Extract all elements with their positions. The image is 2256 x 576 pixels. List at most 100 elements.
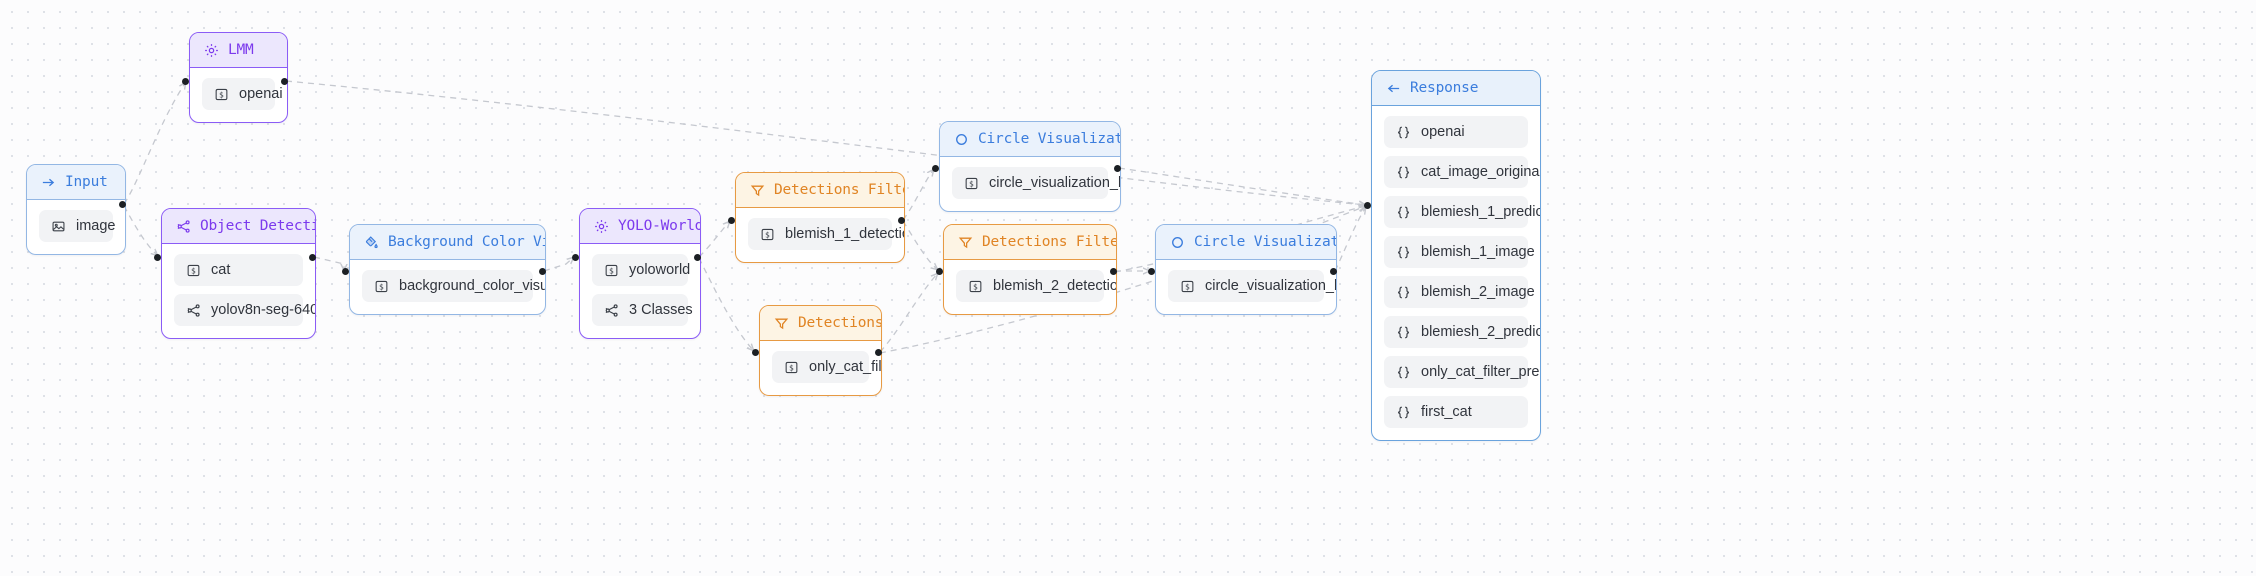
port-bcv-out[interactable] <box>538 267 546 275</box>
port-df2-out[interactable] <box>1109 267 1117 275</box>
node-field-row[interactable]: $ circle_visualization_blemish_2 <box>1168 270 1336 302</box>
string-icon: $ <box>784 360 799 375</box>
node-field-row[interactable]: $circle_visualization_blemish_1 <box>952 167 1120 199</box>
edge-odm-to-bcv <box>313 256 344 271</box>
port-odm-in[interactable] <box>153 253 161 261</box>
node-field-row[interactable]: cat_image_original <box>1384 156 1540 188</box>
node-header-circle-visualization-blemish-2[interactable]: Circle Visualization <box>1156 225 1336 260</box>
svg-text:$: $ <box>969 179 974 188</box>
node-body-detections-filter-blemish-2: $blemish_2_detections_filter <box>944 260 1116 314</box>
node-input[interactable]: Input image <box>26 164 126 255</box>
edge-df1-to-cv1 <box>902 169 934 221</box>
node-field-row[interactable]: first_cat <box>1384 396 1528 428</box>
svg-text:$: $ <box>609 266 614 275</box>
object-icon <box>1396 325 1411 340</box>
port-cv2-out[interactable] <box>1329 267 1337 275</box>
node-field-row[interactable]: openai <box>1384 116 1528 148</box>
port-df1-out[interactable] <box>897 216 905 224</box>
port-bcv-in[interactable] <box>341 267 349 275</box>
node-field-row[interactable]: only_cat_filter_predictions <box>1384 356 1540 388</box>
node-field-label: blemish_1_detections_filter <box>785 226 904 242</box>
node-field-row[interactable]: $only_cat_filter <box>772 351 881 383</box>
node-field-row[interactable]: $background_color_visualization <box>362 270 545 302</box>
node-yolo-world-model[interactable]: YOLO-World Model $yoloworld 3 Classes <box>579 208 701 339</box>
object-icon <box>1396 165 1411 180</box>
node-field-row[interactable]: $yoloworld <box>592 254 690 286</box>
port-cv2-in[interactable] <box>1147 267 1155 275</box>
node-field-row[interactable]: blemiesh_1_predictions <box>1384 196 1540 228</box>
port-df2-in[interactable] <box>935 267 943 275</box>
svg-text:$: $ <box>191 266 196 275</box>
port-dfcat-in[interactable] <box>751 348 759 356</box>
node-field-row[interactable]: 3 Classes <box>592 294 693 326</box>
node-header-response[interactable]: Response <box>1372 71 1540 106</box>
node-title: Detections Filter <box>774 182 905 198</box>
node-lmm[interactable]: LMM $ openai <box>189 32 288 123</box>
node-header-input[interactable]: Input <box>27 165 125 200</box>
string-icon: $ <box>1180 279 1195 294</box>
node-field-row[interactable]: $ openai <box>202 78 283 110</box>
port-input-out[interactable] <box>118 200 126 208</box>
gear-icon <box>594 219 609 234</box>
node-field-row[interactable]: $blemish_2_detections_filter <box>956 270 1116 302</box>
node-object-detection-model[interactable]: Object Detection Model $cat yolov8n-seg-64… <box>161 208 316 339</box>
node-detections-filter-blemish-2[interactable]: Detections Filter $blemish_2_detections_f… <box>943 224 1117 315</box>
svg-text:$: $ <box>1185 282 1190 291</box>
port-df1-in[interactable] <box>727 216 735 224</box>
port-dfcat-out[interactable] <box>874 348 882 356</box>
circle-icon <box>1170 235 1185 250</box>
node-response[interactable]: Response openai cat_image_original blemiesh… <box>1371 70 1541 441</box>
node-header-circle-visualization-blemish-1[interactable]: Circle Visualization <box>940 122 1120 157</box>
node-header-detections-filter-only-cat[interactable]: Detections Filter <box>760 306 881 341</box>
node-body-response: openai cat_image_original blemiesh_1_predi… <box>1372 106 1540 440</box>
network-icon <box>176 219 191 234</box>
node-detections-filter-blemish-1[interactable]: Detections Filter $ blemish_1_detections_f… <box>735 172 905 263</box>
node-field-row[interactable]: blemish_2_image <box>1384 276 1535 308</box>
node-title: Object Detection Model <box>200 218 315 234</box>
node-header-background-color-visualization[interactable]: Background Color Visualization <box>350 225 545 260</box>
node-header-yolo-world-model[interactable]: YOLO-World Model <box>580 209 700 244</box>
node-body-yolo-world-model: $yoloworld 3 Classes <box>580 244 700 338</box>
port-cv1-in[interactable] <box>931 164 939 172</box>
svg-text:$: $ <box>789 363 794 372</box>
edge-cv2-to-response <box>1334 207 1366 272</box>
node-field-row[interactable]: blemiesh_2_predictions <box>1384 316 1540 348</box>
node-field-label: circle_visualization_blemish_2 <box>1205 278 1336 294</box>
port-odm-out[interactable] <box>308 253 316 261</box>
node-body-detections-filter-only-cat: $only_cat_filter <box>760 341 881 395</box>
node-field-row[interactable]: image <box>39 210 116 242</box>
object-icon <box>1396 125 1411 140</box>
port-yolo-in[interactable] <box>571 253 579 261</box>
network-icon <box>604 303 619 318</box>
filter-icon <box>750 183 765 198</box>
circle-icon <box>954 132 969 147</box>
string-icon: $ <box>760 227 775 242</box>
port-response-in[interactable] <box>1363 201 1371 209</box>
arrow-left-icon <box>1386 81 1401 96</box>
node-field-label: openai <box>239 86 283 102</box>
node-detections-filter-only-cat[interactable]: Detections Filter $only_cat_filter <box>759 305 882 396</box>
node-header-detections-filter-blemish-2[interactable]: Detections Filter <box>944 225 1116 260</box>
node-field-label: blemiesh_2_predictions <box>1421 324 1540 340</box>
svg-text:$: $ <box>765 230 770 239</box>
node-background-color-visualization[interactable]: Background Color Visualization $backgroun… <box>349 224 546 315</box>
port-yolo-out[interactable] <box>693 253 701 261</box>
port-cv1-out[interactable] <box>1113 164 1121 172</box>
node-body-lmm: $ openai <box>190 68 287 122</box>
node-circle-visualization-blemish-1[interactable]: Circle Visualization $circle_visualizatio… <box>939 121 1121 212</box>
node-field-row[interactable]: blemish_1_image <box>1384 236 1535 268</box>
node-field-row[interactable]: $cat <box>174 254 303 286</box>
node-field-row[interactable]: $ blemish_1_detections_filter <box>748 218 904 250</box>
node-header-detections-filter-blemish-1[interactable]: Detections Filter <box>736 173 904 208</box>
port-lmm-in[interactable] <box>181 77 189 85</box>
node-field-label: 3 Classes <box>629 302 693 318</box>
svg-text:$: $ <box>219 90 224 99</box>
port-lmm-out[interactable] <box>280 77 288 85</box>
node-header-lmm[interactable]: LMM <box>190 33 287 68</box>
node-field-row[interactable]: yolov8n-seg-640 <box>174 294 315 326</box>
node-circle-visualization-blemish-2[interactable]: Circle Visualization $ circle_visualizatio… <box>1155 224 1337 315</box>
node-header-object-detection-model[interactable]: Object Detection Model <box>162 209 315 244</box>
edge-dfcat-to-df2 <box>879 273 938 353</box>
